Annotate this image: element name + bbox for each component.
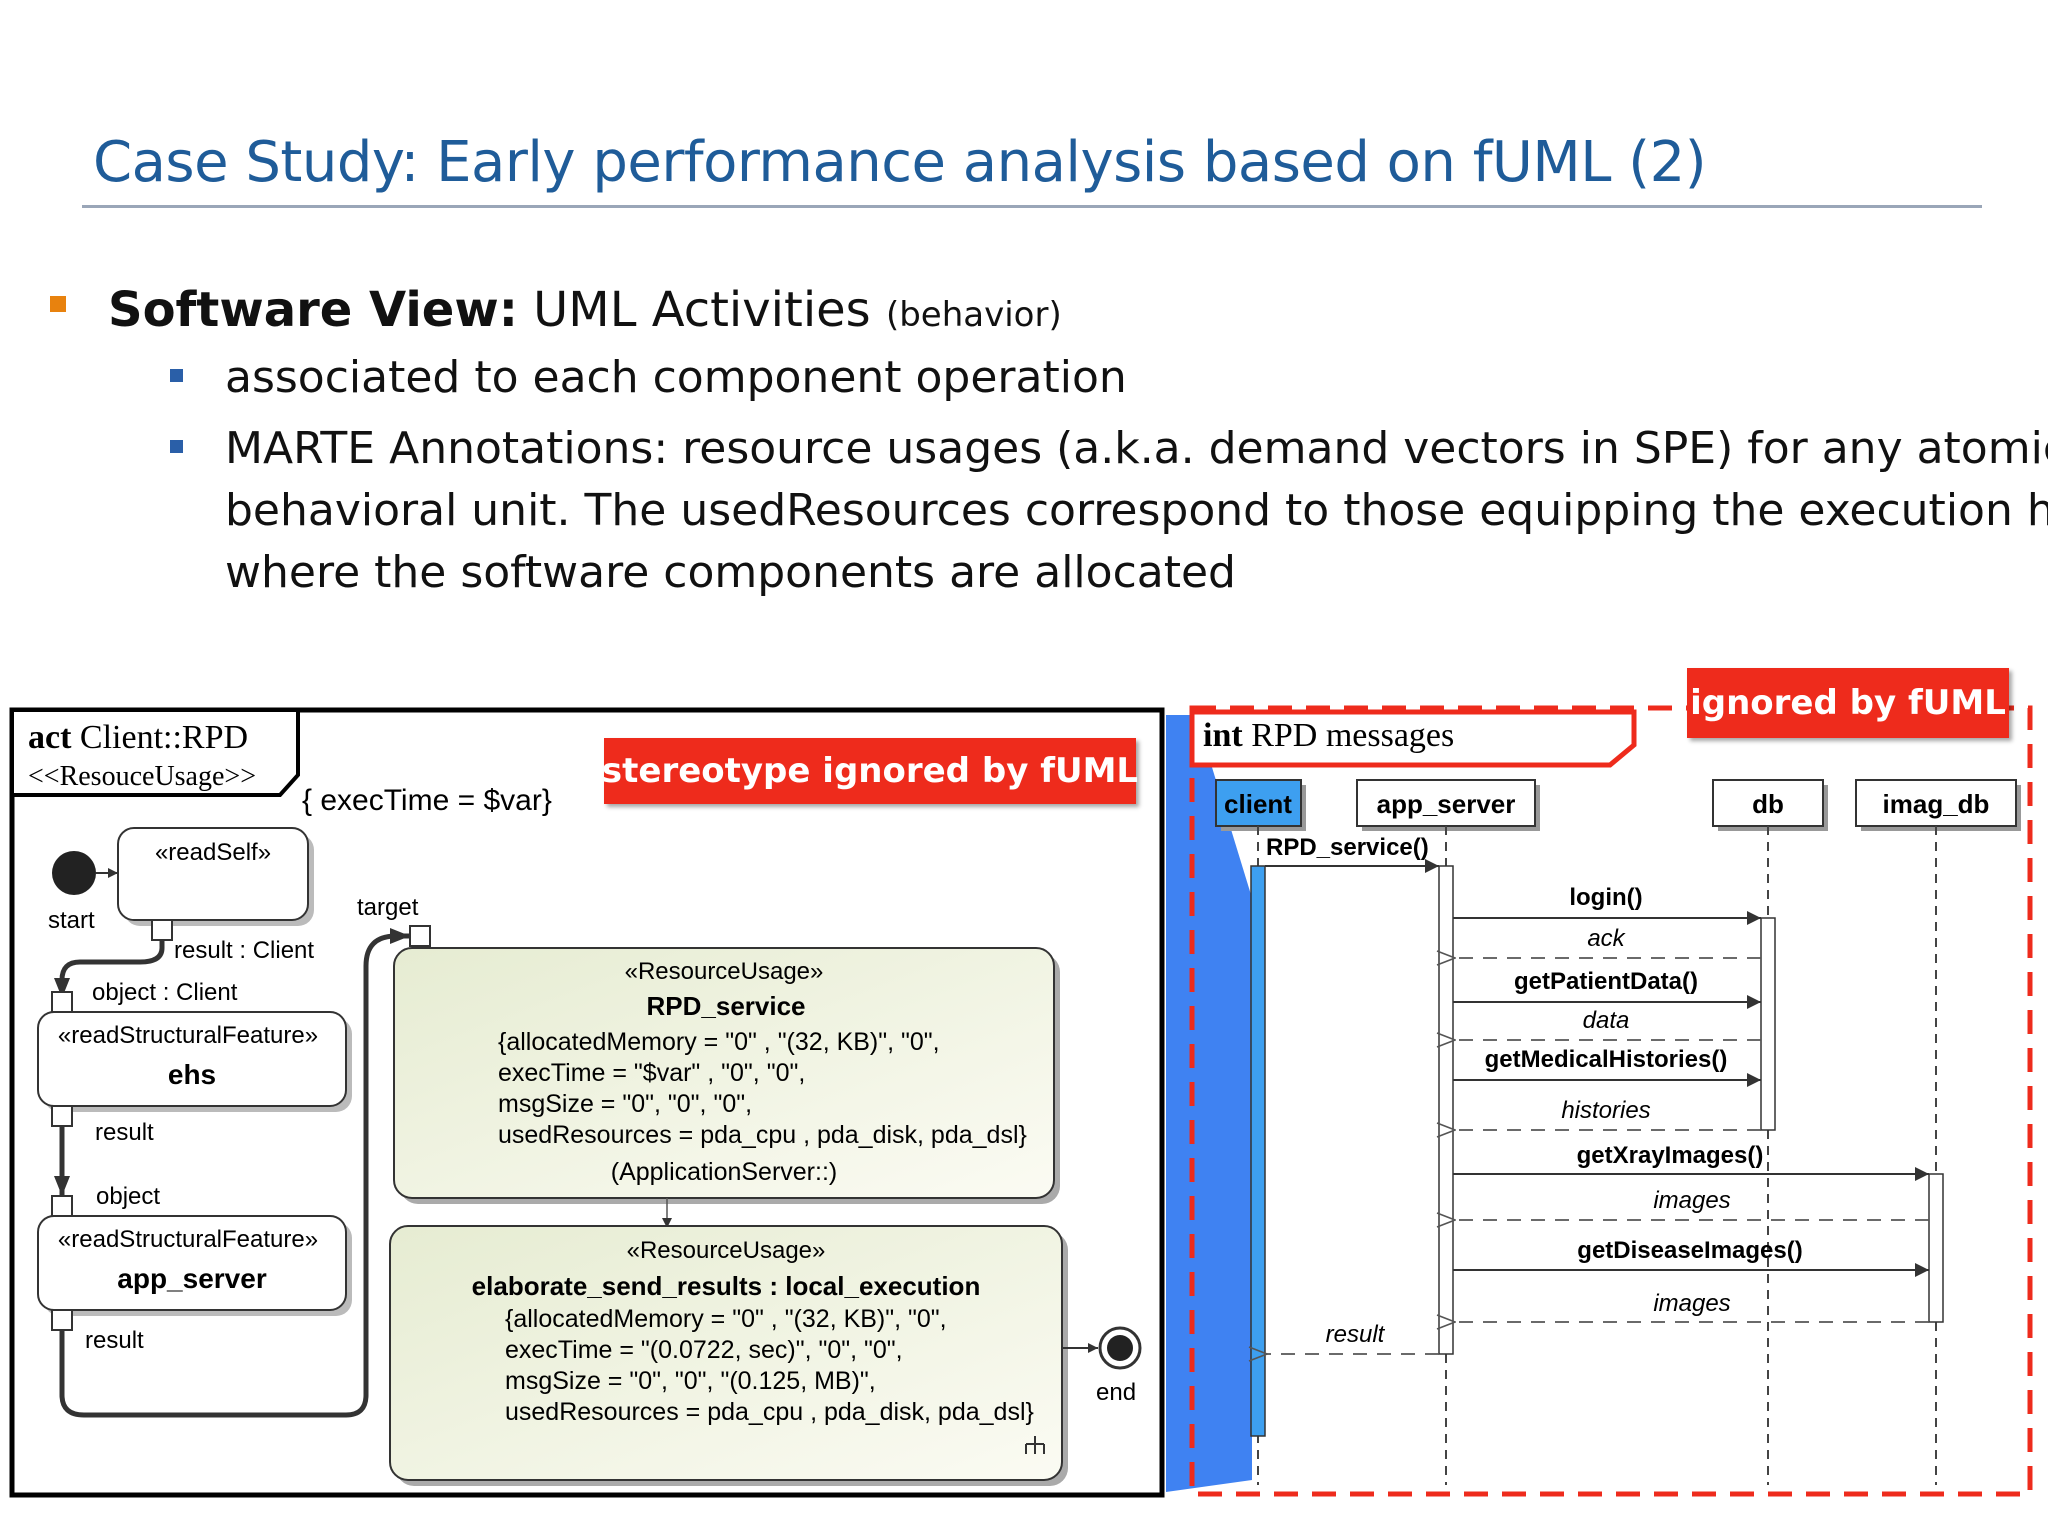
title-rule (82, 205, 1982, 208)
ehs-result-pin (51, 1105, 73, 1127)
ru2-action (389, 1225, 1063, 1481)
bullet-main: Software View: UML Activities (behavior) (108, 282, 1062, 338)
activity-frame-name: Client::RPD (71, 719, 248, 756)
sub-bullet-2-line-3: where the software components are alloca… (225, 547, 1236, 598)
sub-bullet-2-line-2: behavioral unit. The usedResources corre… (225, 485, 2048, 536)
db-activation (1760, 917, 1776, 1131)
ru2-name: elaborate_send_results : local_execution (472, 1271, 981, 1301)
readself-result-pin (151, 919, 173, 941)
appserver-object-label: object (96, 1183, 160, 1210)
lifeline-db-label: db (1752, 789, 1784, 819)
readself-stereotype: «readSelf» (155, 839, 271, 866)
bullet-main-text: UML Activities (517, 282, 886, 338)
ehs-action (37, 1011, 347, 1107)
client-activation (1250, 865, 1266, 1437)
zoom-wedge (1166, 715, 1252, 1492)
msg-images-2-label: images (1653, 1290, 1730, 1317)
final-node-inner (1107, 1335, 1133, 1361)
appserver-result-label: result (85, 1327, 144, 1354)
sequence-frame-tab (1189, 709, 1637, 768)
stereotype-ignored-banner: stereotype ignored by fUML (602, 738, 1138, 804)
msg-histories-label: histories (1561, 1097, 1650, 1124)
activity-frame-title: act Client::RPD (28, 719, 248, 756)
ehs-object-label: object : Client (92, 979, 238, 1006)
lifeline-imagdb-label: imag_db (1883, 789, 1990, 819)
activity-frame-stereotype: <<ResouceUsage>> (28, 761, 256, 792)
activity-frame-kw: act (28, 719, 72, 756)
appserver-action (37, 1215, 347, 1311)
ru1-footer: (ApplicationServer::) (611, 1158, 837, 1186)
lifeline-appserver-head (1356, 779, 1536, 827)
activity-frame-tab (10, 708, 300, 797)
appserver-activation (1438, 865, 1454, 1355)
msg-data-label: data (1583, 1007, 1630, 1034)
sub-bullet-1: associated to each component operation (225, 352, 1127, 403)
lifeline-appserver-label: app_server (1377, 789, 1516, 819)
ru1-name: RPD_service (647, 991, 806, 1021)
imagdb-activation (1928, 1173, 1944, 1323)
ru1-line-2: execTime = "$var" , "0", "0", (498, 1059, 805, 1087)
msg-getxrayimages-label: getXrayImages() (1577, 1142, 1764, 1169)
bullet-square-sub-2 (170, 440, 183, 453)
ru2-line-3: msgSize = "0", "0", "(0.125, MB)", (505, 1367, 876, 1395)
msg-getmedicalhistories-label: getMedicalHistories() (1485, 1046, 1728, 1073)
slide-title: Case Study: Early performance analysis b… (93, 130, 1707, 195)
msg-rpd-service-label: RPD_service() (1266, 834, 1429, 861)
ru1-stereotype: «ResourceUsage» (625, 958, 824, 985)
ehs-object-pin (51, 991, 73, 1013)
msg-images-1-label: images (1653, 1187, 1730, 1214)
msg-getpatientdata-label: getPatientData() (1514, 968, 1698, 995)
sub-bullet-2-line-1: MARTE Annotations: resource usages (a.k.… (225, 423, 2048, 474)
ru1-line-4: usedResources = pda_cpu , pda_disk, pda_… (498, 1121, 1027, 1149)
bullet-square-main (50, 296, 66, 312)
msg-login-label: login() (1569, 884, 1642, 911)
ru2-line-2: execTime = "(0.0722, sec)", "0", "0", (505, 1336, 903, 1364)
target-pin (409, 925, 431, 947)
start-label: start (48, 907, 95, 934)
ru1-action (393, 947, 1055, 1199)
ignored-by-fuml-banner: ignored by fUML (1687, 668, 2009, 738)
ehs-stereotype: «readStructuralFeature» (58, 1022, 318, 1049)
bullet-square-sub-1 (170, 369, 183, 382)
appserver-stereotype: «readStructuralFeature» (58, 1226, 318, 1253)
lifeline-imagdb-head (1855, 779, 2017, 827)
readself-result-label: result : Client (174, 937, 314, 964)
ru2-line-4: usedResources = pda_cpu , pda_disk, pda_… (505, 1398, 1034, 1426)
ru2-stereotype: «ResourceUsage» (627, 1237, 826, 1264)
ru1-line-1: {allocatedMemory = "0" , "(32, KB)", "0"… (498, 1028, 940, 1056)
sequence-frame-name: RPD messages (1243, 717, 1455, 754)
bullet-main-small: (behavior) (885, 295, 1062, 335)
ehs-result-label: result (95, 1119, 154, 1146)
readself-action (117, 827, 309, 921)
appserver-object-pin (51, 1195, 73, 1217)
target-label: target (357, 894, 419, 921)
ru2-line-1: {allocatedMemory = "0" , "(32, KB)", "0"… (505, 1305, 947, 1333)
ehs-name: ehs (168, 1059, 216, 1090)
lifeline-client-label: client (1224, 789, 1292, 819)
exec-time-constraint: { execTime = $var} (302, 784, 552, 817)
flow-appserver-target (59, 928, 410, 1418)
ru2-call-behavior-icon (1025, 1436, 1045, 1454)
appserver-result-pin (51, 1309, 73, 1331)
sequence-frame-kw: int (1203, 717, 1243, 754)
sequence-frame-title: int RPD messages (1203, 717, 1454, 754)
end-label: end (1096, 1379, 1136, 1406)
ru1-line-3: msgSize = "0", "0", "0", (498, 1090, 752, 1118)
msg-getdiseaseimages-label: getDiseaseImages() (1577, 1237, 1802, 1264)
msg-ack-label: ack (1587, 925, 1626, 952)
bullet-main-bold: Software View: (108, 282, 518, 338)
flow-readself-ehs (54, 940, 165, 998)
appserver-name: app_server (117, 1263, 267, 1294)
msg-result-label: result (1326, 1321, 1386, 1348)
sequence-dashed-frame (1189, 705, 2033, 1497)
initial-node (52, 851, 96, 895)
